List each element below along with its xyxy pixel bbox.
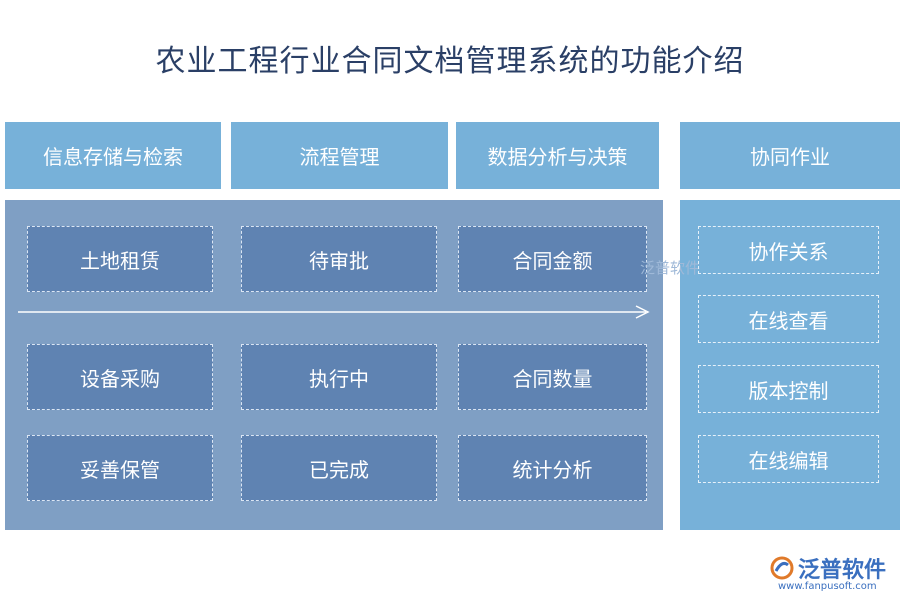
- cell-statistical-analysis: 统计分析: [458, 435, 647, 501]
- cell-safekeeping: 妥善保管: [27, 435, 213, 501]
- brand-logo: 泛普软件: [770, 552, 886, 584]
- watermark-text: 泛普软件: [640, 259, 701, 277]
- right-item-collaboration: 协作关系: [698, 226, 879, 274]
- cell-contract-count: 合同数量: [458, 344, 647, 410]
- cell-in-progress: 执行中: [241, 344, 437, 410]
- right-item-online-view: 在线查看: [698, 295, 879, 343]
- cell-pending-approval: 待审批: [241, 226, 437, 292]
- cell-completed: 已完成: [241, 435, 437, 501]
- header-collaboration: 协同作业: [680, 122, 900, 189]
- right-item-online-edit: 在线编辑: [698, 435, 879, 483]
- header-info-storage: 信息存储与检索: [5, 122, 221, 189]
- logo-url: www.fanpusoft.com: [778, 581, 877, 592]
- right-item-version-control: 版本控制: [698, 365, 879, 413]
- header-data-analysis: 数据分析与决策: [456, 122, 659, 189]
- cell-equipment-purchase: 设备采购: [27, 344, 213, 410]
- cell-land-lease: 土地租赁: [27, 226, 213, 292]
- flow-arrow-icon: [18, 305, 650, 319]
- page-title: 农业工程行业合同文档管理系统的功能介绍: [155, 44, 745, 79]
- logo-name: 泛普软件: [798, 558, 887, 583]
- cell-contract-amount: 合同金额: [458, 226, 647, 292]
- header-process-mgmt: 流程管理: [231, 122, 448, 189]
- logo-icon: [770, 556, 794, 580]
